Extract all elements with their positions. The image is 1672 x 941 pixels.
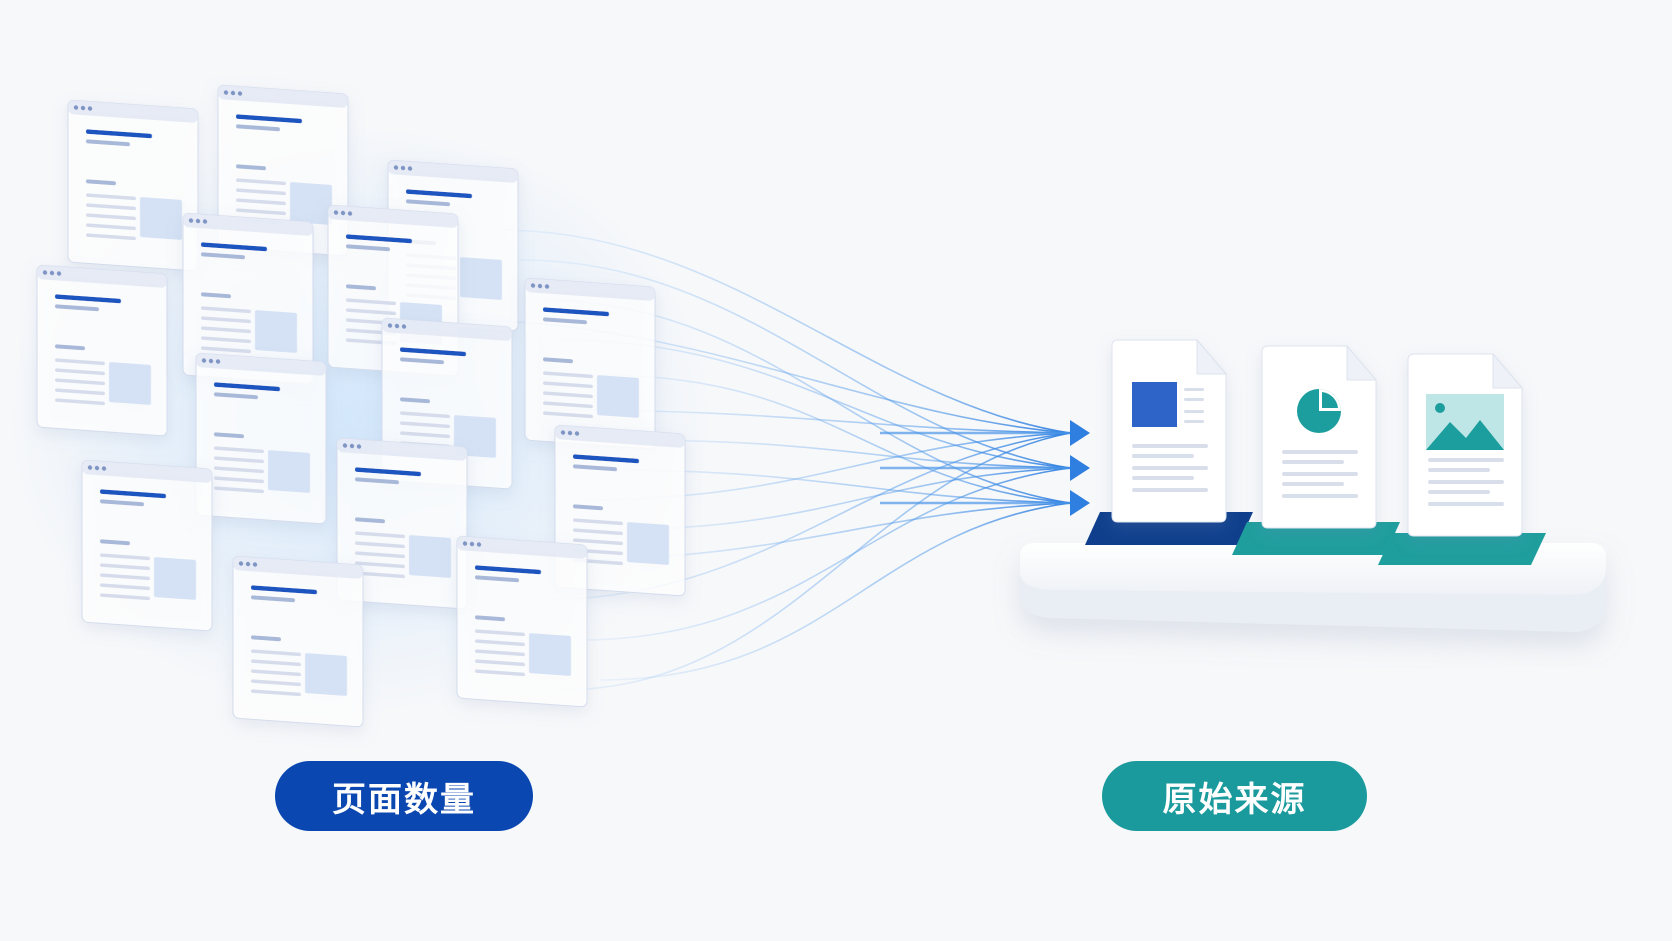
page-card (67, 99, 199, 272)
flow-line (619, 439, 1071, 469)
source-document (1111, 338, 1228, 523)
source-platform (1020, 543, 1606, 632)
pie-chart-icon (1297, 389, 1341, 433)
document-block-icon (1132, 382, 1177, 427)
flow-line (499, 229, 1071, 434)
page-card (524, 277, 656, 450)
page-card (81, 459, 213, 632)
chart-base (1232, 522, 1400, 555)
flow-arrows (1070, 420, 1090, 516)
flow-line (599, 502, 1071, 681)
page-card-stack (36, 84, 686, 728)
source-document (1407, 352, 1524, 537)
page-card (336, 437, 468, 610)
flow-line (519, 259, 1071, 469)
page-card (217, 84, 349, 257)
page-count-label: 页面数量 (275, 761, 533, 831)
flow-line (599, 374, 1071, 504)
source-documents (1111, 338, 1524, 537)
arrow-head-icon (1070, 490, 1090, 516)
arrow-head-icon (1070, 455, 1090, 481)
page-card (36, 264, 168, 437)
source-document (1261, 344, 1378, 529)
image-base (1378, 533, 1546, 565)
flow-line (579, 467, 1071, 641)
original-source-label: 原始来源 (1102, 761, 1367, 831)
landscape-image-icon (1426, 394, 1504, 450)
arrow-head-icon (1070, 420, 1090, 446)
page-card (182, 212, 314, 385)
page-card (195, 352, 327, 525)
flow-line (559, 432, 1071, 691)
page-card (456, 535, 588, 708)
page-card (232, 555, 364, 728)
